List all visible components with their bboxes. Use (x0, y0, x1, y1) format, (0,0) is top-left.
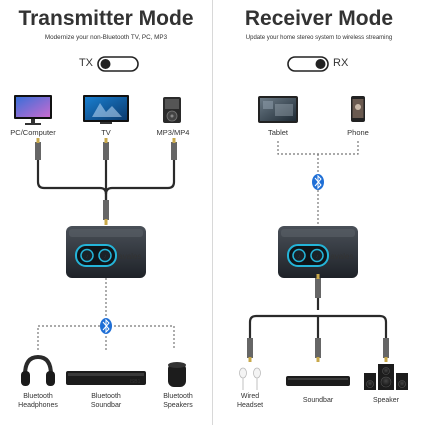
output-line1-headphones: Bluetooth (23, 393, 53, 400)
tx-toggle-switch[interactable] (98, 57, 138, 71)
svg-text:♪: ♪ (104, 254, 107, 260)
phone-icon (351, 96, 365, 122)
transmitter-brand: lavales (117, 252, 142, 261)
rx-toggle-switch[interactable] (288, 57, 328, 71)
rx-label: RX (333, 57, 349, 69)
source-label-pc: PC/Computer (10, 128, 56, 137)
output-label-soundbar: Soundbar (303, 397, 334, 404)
headphones-icon (21, 357, 55, 386)
svg-text:♪: ♪ (316, 254, 319, 260)
output-line2-headset: Headset (237, 402, 263, 409)
soundbar-icon (286, 376, 350, 386)
receiver-subtitle: Update your home stereo system to wirele… (246, 35, 392, 41)
output-line2-headphones: Headphones (18, 402, 58, 409)
output-cables (250, 298, 386, 340)
soundbar-icon: ISB1 (66, 371, 146, 385)
tablet-icon (258, 96, 298, 123)
transmitter-title: Transmitter Mode (18, 7, 193, 30)
tx-label: TX (79, 57, 94, 69)
bluetooth-icon (312, 174, 324, 190)
source-label-mp3: MP3/MP4 (157, 128, 190, 137)
source-label-tablet: Tablet (268, 128, 289, 137)
output-line1-soundbar: Bluetooth (91, 393, 121, 400)
transmitter-device: ♪ ♪ lavales (66, 226, 146, 278)
mp3-player-icon (163, 97, 181, 123)
monitor-icon (14, 95, 52, 125)
output-line1-headset: Wired (241, 393, 259, 400)
speaker-icon (168, 362, 186, 387)
receiver-panel: Receiver Mode Update your home stereo sy… (237, 7, 408, 409)
source-label-tv: TV (101, 128, 111, 137)
earbuds-icon (240, 368, 261, 390)
svg-text:♪: ♪ (86, 254, 89, 260)
bluetooth-icon (100, 318, 112, 334)
receiver-brand: lavales (329, 252, 354, 261)
stereo-speakers-icon (364, 364, 408, 390)
input-cables (38, 160, 174, 200)
transmitter-panel: Transmitter Mode Modernize your non-Blue… (10, 7, 193, 409)
output-line2-speakers: Speakers (163, 402, 193, 409)
output-label-speaker: Speaker (373, 397, 400, 404)
receiver-device: ♪ ♪ lavales (278, 226, 358, 278)
receiver-title: Receiver Mode (245, 7, 393, 30)
tv-icon (83, 95, 129, 124)
soundbar-display: ISB1 (130, 379, 141, 385)
svg-text:♪: ♪ (298, 254, 301, 260)
output-line1-speakers: Bluetooth (163, 393, 193, 400)
output-line2-soundbar: Soundbar (91, 402, 122, 409)
transmitter-subtitle: Modernize your non-Bluetooth TV, PC, MP3 (45, 34, 168, 41)
source-label-phone: Phone (347, 128, 369, 137)
bluetooth-connection-lines (38, 278, 174, 350)
